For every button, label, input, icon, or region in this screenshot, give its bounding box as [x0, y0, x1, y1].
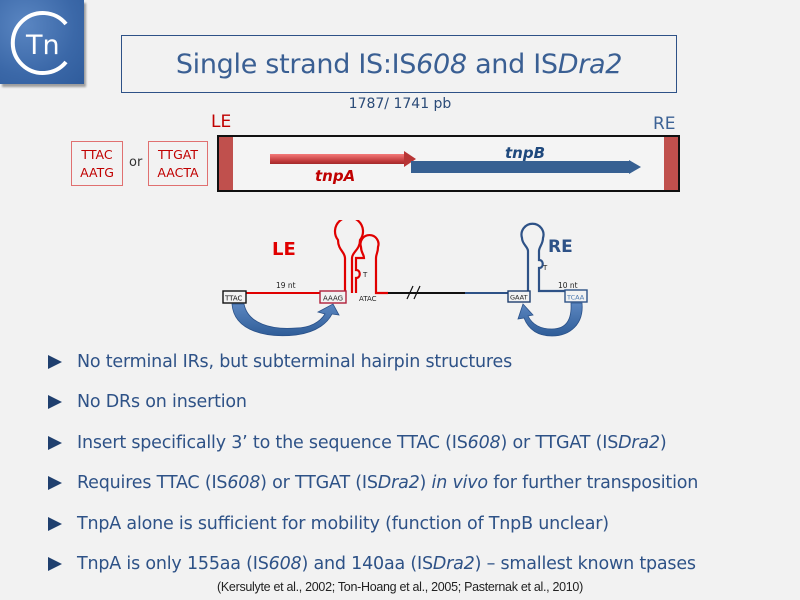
re-site-gaat: GAAT — [510, 294, 528, 302]
bullet-item: TnpA alone is sufficient for mobility (f… — [48, 511, 788, 537]
or-label: or — [129, 155, 143, 170]
text-run: for further transposition — [487, 473, 699, 494]
triangle-bullet-icon — [48, 476, 62, 491]
le-site-aaag: AAAG — [323, 295, 343, 303]
text-run: Insert specifically 3’ to the sequence T… — [77, 432, 468, 453]
page-title: Single strand IS:IS608 and ISDra2 — [175, 48, 623, 80]
target-site-isdra2: TTGAT AACTA — [148, 141, 208, 186]
break-mark-icon — [406, 285, 414, 300]
re-site-box — [507, 290, 531, 303]
bullet-text: Requires TTAC (IS608) or TTGAT (ISDra2) … — [77, 473, 698, 493]
references: (Kersulyte et al., 2002; Ton-Hoang et al… — [217, 580, 583, 594]
re-bulge-label: T — [542, 264, 548, 272]
element-size-label: 1787/ 1741 pb — [348, 96, 452, 112]
title-box: Single strand IS:IS608 and ISDra2 — [121, 35, 677, 93]
triangle-bullet-icon — [48, 516, 62, 531]
le-curved-arrow-icon — [231, 303, 340, 337]
tnpB-label: tnpB — [505, 144, 546, 162]
left-end-label: LE — [211, 112, 232, 132]
text-run: ) — [659, 432, 667, 453]
right-end-label: RE — [653, 114, 676, 134]
text-run: ) or TTGAT (IS — [260, 473, 378, 494]
title-part: Single strand IS:IS — [175, 48, 417, 80]
bullet-text: TnpA is only 155aa (IS608) and 140aa (IS… — [77, 554, 696, 574]
bullet-text: Insert specifically 3’ to the sequence T… — [77, 433, 667, 453]
target-site-bottom: AACTA — [157, 165, 199, 180]
bullet-text: No DRs on insertion — [77, 392, 247, 413]
hairpin-le-label: LE — [272, 239, 296, 260]
target-site-bottom: AATG — [80, 165, 114, 180]
text-run: ) or TTGAT (IS — [500, 432, 619, 453]
le-bulge-label: T — [362, 271, 368, 279]
text-run: Requires TTAC (IS — [77, 473, 228, 494]
feature-bullet-list: No terminal IRs, but subterminal hairpin… — [48, 349, 788, 591]
hairpin-diagram: LE 19 nt T TTAC AAAG ATAC T RE 10 nt GAA… — [222, 220, 588, 337]
bullet-item: TnpA is only 155aa (IS608) and 140aa (IS… — [48, 551, 788, 577]
bullet-item: Requires TTAC (IS608) or TTGAT (ISDra2) … — [48, 470, 788, 496]
tnpA-label: tnpA — [315, 167, 356, 185]
re-site-tcaa: TCAA — [566, 294, 585, 302]
title-part: Dra2 — [557, 48, 623, 80]
re-spacer-label: 10 nt — [558, 281, 578, 290]
le-site-box — [222, 290, 247, 304]
text-run: Dra2 — [618, 432, 660, 453]
left-end-bar — [219, 137, 233, 190]
le-big-hairpin — [333, 220, 365, 293]
re-curved-arrow-icon — [517, 302, 583, 337]
right-end-bar — [664, 137, 678, 190]
le-site-ttac: TTAC — [224, 295, 243, 303]
target-site-is608: TTAC AATG — [71, 141, 123, 186]
hairpin-re-label: RE — [548, 237, 573, 257]
triangle-bullet-icon — [48, 395, 62, 410]
bullet-text: No terminal IRs, but subterminal hairpin… — [77, 352, 513, 372]
bullet-item: No DRs on insertion — [48, 389, 788, 415]
text-run: TnpA is only 155aa (IS — [77, 553, 269, 574]
tn-logo: Tn — [0, 0, 84, 84]
text-run: in vivo — [431, 473, 489, 494]
title-part: 608 — [416, 48, 467, 80]
text-run: ) — [419, 473, 432, 494]
tnpB-gene-arrow — [411, 161, 629, 173]
le-site-box — [319, 290, 347, 304]
target-site-top: TTAC — [81, 147, 113, 162]
le-small-hairpin — [354, 233, 388, 295]
bullet-item: No terminal IRs, but subterminal hairpin… — [48, 349, 788, 375]
tnpB-arrowhead-icon — [629, 160, 641, 174]
triangle-bullet-icon — [48, 435, 62, 450]
bullet-text: TnpA alone is sufficient for mobility (f… — [77, 513, 609, 534]
text-run: Dra2 — [432, 553, 475, 574]
le-site-atac: ATAC — [359, 295, 377, 303]
re-site-box — [564, 289, 588, 303]
is-element-map: tnpA tnpB — [217, 135, 680, 192]
le-spacer-label: 19 nt — [276, 281, 296, 290]
text-run: 608 — [268, 553, 302, 574]
text-run: ) – smallest known tpases — [474, 553, 696, 574]
logo-text: Tn — [25, 30, 60, 61]
title-part: and IS — [466, 48, 558, 80]
triangle-bullet-icon — [48, 556, 62, 571]
bullet-item: Insert specifically 3’ to the sequence T… — [48, 430, 788, 456]
target-site-top: TTGAT — [158, 147, 198, 162]
break-mark-icon — [413, 285, 421, 300]
circle-c-logo-icon: Tn — [10, 11, 68, 75]
re-hairpin — [520, 222, 572, 293]
text-run: 608 — [467, 432, 501, 453]
text-run: 608 — [227, 473, 261, 494]
text-run: ) and 140aa (IS — [301, 553, 433, 574]
text-run: Dra2 — [377, 473, 420, 494]
triangle-bullet-icon — [48, 355, 62, 369]
tnpA-gene-arrow — [270, 154, 404, 164]
